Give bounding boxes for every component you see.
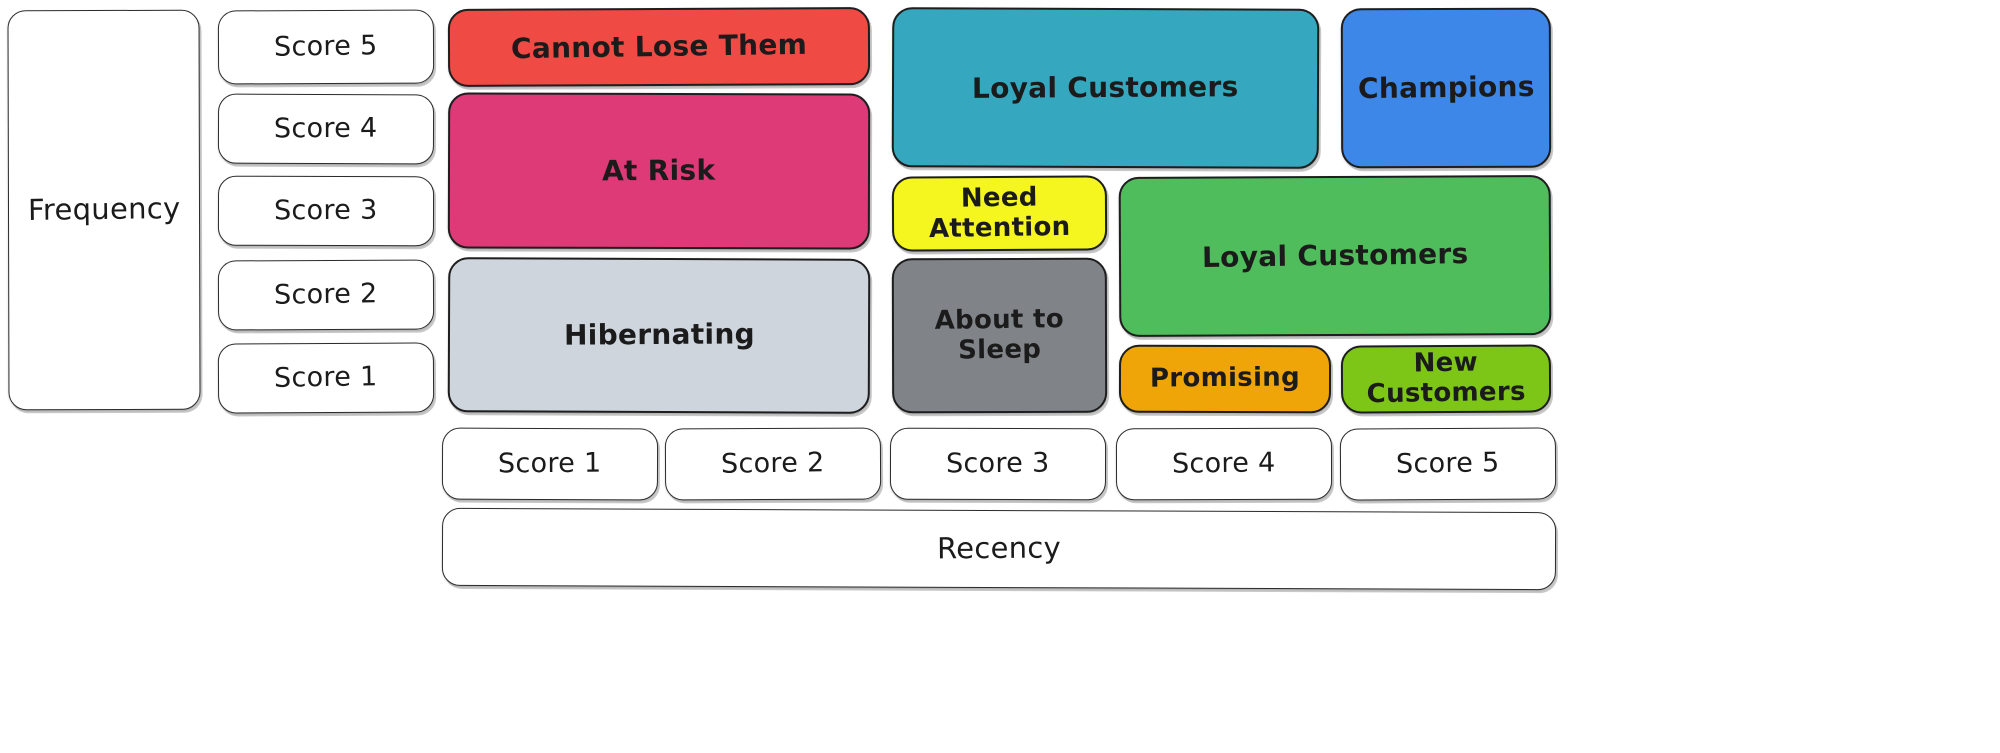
recency-score-1[interactable]: Score 1 xyxy=(441,427,659,501)
frequency-score-2[interactable]: Score 2 xyxy=(217,259,435,331)
frequency-score-4[interactable]: Score 4 xyxy=(217,93,435,165)
frequency-axis-text: Frequency xyxy=(27,191,181,228)
segment-champions[interactable]: Champions xyxy=(1340,7,1552,169)
segment-loyal-customers-green[interactable]: Loyal Customers xyxy=(1118,175,1552,337)
segment-promising[interactable]: Promising xyxy=(1118,344,1332,414)
segment-need-attention[interactable]: Need Attention xyxy=(891,175,1108,252)
frequency-score-3[interactable]: Score 3 xyxy=(217,175,435,247)
frequency-score-5[interactable]: Score 5 xyxy=(217,9,435,85)
segment-at-risk[interactable]: At Risk xyxy=(447,92,871,250)
segment-hibernating[interactable]: Hibernating xyxy=(447,257,871,414)
recency-score-4[interactable]: Score 4 xyxy=(1115,427,1333,501)
frequency-axis-label: Frequency xyxy=(7,9,201,411)
frequency-score-1[interactable]: Score 1 xyxy=(217,342,435,414)
segment-cannot-lose-them[interactable]: Cannot Lose Them xyxy=(447,7,871,87)
recency-score-2[interactable]: Score 2 xyxy=(664,427,882,501)
segment-about-to-sleep[interactable]: About to Sleep xyxy=(891,257,1108,414)
segment-new-customers[interactable]: New Customers xyxy=(1340,344,1552,414)
recency-score-3[interactable]: Score 3 xyxy=(889,427,1107,501)
recency-score-5[interactable]: Score 5 xyxy=(1339,427,1557,501)
recency-axis-label: Recency xyxy=(441,507,1557,591)
segment-loyal-customers-teal[interactable]: Loyal Customers xyxy=(891,7,1320,169)
recency-axis-text: Recency xyxy=(936,530,1062,566)
